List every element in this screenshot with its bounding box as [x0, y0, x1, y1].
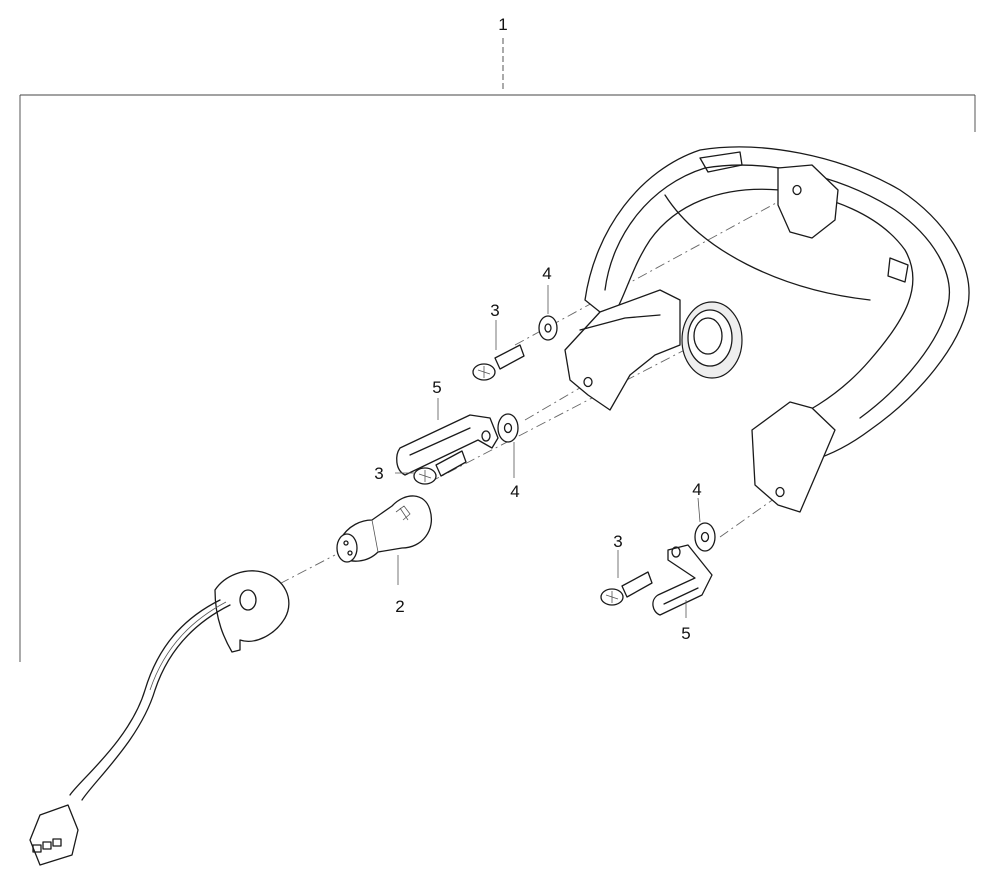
screw-middle — [413, 450, 467, 485]
assembly-lines — [261, 189, 801, 594]
socket-harness — [29, 570, 290, 866]
callout-screw-upper: 3 — [490, 301, 499, 320]
callout-bracket-upper: 5 — [432, 378, 441, 397]
callout-assembly: 1 — [498, 15, 507, 34]
screw-lower — [600, 571, 653, 606]
callout-screw-middle: 3 — [374, 464, 383, 483]
callout-washer-lower: 4 — [692, 480, 701, 499]
callout-bracket-lower: 5 — [681, 624, 690, 643]
callout-bulb: 2 — [395, 597, 404, 616]
screw-upper — [472, 344, 525, 381]
tail-lamp-housing — [564, 146, 970, 513]
bulb — [336, 495, 432, 563]
callout-washer-upper: 4 — [542, 264, 551, 283]
callout-screw-lower: 3 — [613, 532, 622, 551]
assembly-bracket — [19, 38, 976, 662]
leader-lines — [395, 285, 701, 618]
bracket-lower — [652, 544, 713, 616]
callout-washer-middle: 4 — [510, 482, 519, 501]
washers — [497, 315, 716, 552]
